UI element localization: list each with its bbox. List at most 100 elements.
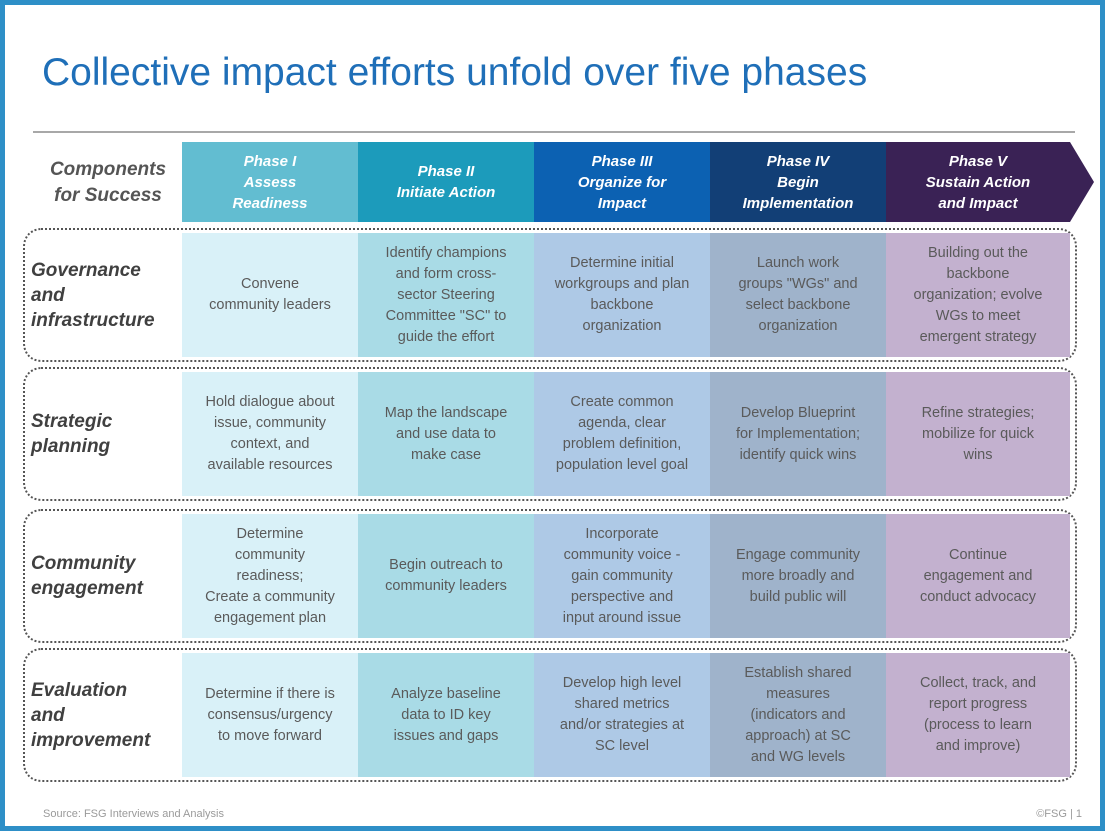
phase-header-line: Phase III — [591, 152, 653, 170]
cell-line: available resources — [207, 457, 333, 473]
cell-line: to move forward — [218, 727, 322, 744]
phase-header-line: Phase I — [243, 152, 297, 170]
row-label-governance: Governance and infrastructure — [31, 230, 181, 360]
phase-header-line: Sustain Action — [925, 173, 1031, 191]
phase-header-line: Assess — [243, 173, 297, 191]
cell-line: problem definition, — [562, 436, 682, 452]
cell-evaluation-phase-3: Develop high level shared metrics and/or… — [534, 653, 710, 777]
cell-line: (process to learn — [924, 717, 1032, 733]
row-label-line: Evaluation — [31, 679, 128, 701]
components-header: Components for Success — [33, 157, 183, 209]
title-divider — [33, 131, 1075, 133]
cell-line: community — [234, 546, 306, 563]
cell-line: and form cross- — [395, 265, 497, 282]
cell-line: mobilize for quick — [921, 425, 1034, 442]
cell-line: for Implementation; — [735, 425, 861, 442]
row-label-line: Governance — [31, 259, 141, 281]
cell-line: Collect, track, and — [919, 675, 1037, 691]
phase-arrow-head — [1070, 142, 1094, 222]
phase-2-header: Phase II Initiate Action — [358, 142, 534, 222]
cell-line: agenda, clear — [578, 415, 666, 431]
row-label-line: improvement — [31, 729, 151, 751]
cell-line: Determine initial — [570, 255, 674, 271]
cell-line: readiness; — [236, 567, 304, 584]
cell-strategic-phase-4: Develop Blueprint for Implementation; id… — [710, 372, 886, 496]
cell-line: Identify champions — [385, 244, 507, 261]
cell-line: Analyze baseline — [391, 685, 501, 702]
cell-line: identify quick wins — [739, 446, 857, 463]
cell-line: approach) at SC — [745, 727, 851, 744]
cell-line: context, and — [230, 436, 310, 452]
row-label-line: Community — [31, 553, 136, 574]
cell-line: Create a community — [205, 588, 335, 605]
cell-line: shared metrics — [574, 696, 670, 712]
cell-evaluation-phase-5: Collect, track, and report progress (pro… — [886, 653, 1070, 777]
cell-evaluation-phase-4: Establish shared measures (indicators an… — [710, 653, 886, 777]
row-label-evaluation: Evaluation and improvement — [31, 650, 181, 780]
phase-header-line: Readiness — [232, 194, 308, 212]
cell-line: Determine if there is — [205, 685, 335, 702]
cell-line: measures — [766, 685, 830, 702]
cell-governance-phase-3: Determine initial workgroups and plan ba… — [534, 233, 710, 357]
phase-header-line: Implementation — [742, 194, 854, 212]
cell-line: guide the effort — [397, 328, 495, 345]
phase-header-line: Organize for — [577, 173, 667, 191]
cell-line: workgroups and plan — [554, 276, 690, 292]
row-label-line: planning — [31, 436, 111, 457]
cell-evaluation-phase-1: Determine if there is consensus/urgency … — [182, 653, 358, 777]
cell-line: and/or strategies at — [559, 717, 685, 733]
cell-line: Refine strategies; — [921, 404, 1035, 421]
cell-line: community leaders — [385, 578, 507, 594]
cell-line: build public will — [749, 588, 847, 605]
cell-line: backbone — [590, 297, 654, 313]
cell-strategic-phase-2: Map the landscape and use data to make c… — [358, 372, 534, 496]
cell-line: wins — [963, 446, 993, 463]
phase-header-line: Phase II — [417, 163, 475, 180]
cell-line: report progress — [928, 696, 1028, 712]
cell-community-phase-3: Incorporate community voice - gain commu… — [534, 514, 710, 638]
source-note: Source: FSG Interviews and Analysis — [43, 808, 224, 820]
row-label-line: engagement — [31, 578, 143, 599]
cell-evaluation-phase-2: Analyze baseline data to ID key issues a… — [358, 653, 534, 777]
cell-line: Continue — [948, 546, 1008, 563]
slide-title: Collective impact efforts unfold over fi… — [42, 51, 868, 94]
cell-line: and improve) — [935, 738, 1021, 754]
cell-line: population level goal — [555, 457, 689, 473]
phase-1-header: Phase I Assess Readiness — [182, 142, 358, 222]
phase-header-line: Phase IV — [766, 152, 830, 170]
cell-line: organization — [582, 318, 662, 334]
cell-line: sector Steering — [397, 286, 495, 303]
cell-line: perspective and — [570, 588, 674, 605]
cell-line: engagement plan — [213, 609, 327, 626]
cell-line: Develop high level — [562, 675, 682, 691]
cell-line: engagement and — [923, 567, 1033, 584]
cell-line: groups "WGs" and — [738, 276, 858, 292]
cell-line: issue, community — [213, 415, 326, 431]
components-header-line: for Success — [54, 185, 162, 206]
cell-line: Create common — [570, 394, 674, 410]
cell-line: Determine — [236, 525, 304, 542]
copyright-page-number: ©FSG | 1 — [1036, 808, 1082, 820]
cell-line: gain community — [571, 567, 673, 584]
row-label-community: Community engagement — [31, 511, 181, 641]
cell-line: Incorporate — [585, 525, 659, 542]
cell-line: select backbone — [745, 297, 851, 313]
row-label-line: and — [31, 704, 65, 726]
phase-header-line: Impact — [597, 194, 647, 212]
cell-line: SC level — [595, 738, 649, 754]
cell-line: Map the landscape — [384, 404, 508, 421]
cell-line: community voice - — [563, 546, 681, 563]
cell-line: Engage community — [735, 546, 861, 563]
cell-line: consensus/urgency — [207, 706, 333, 723]
phase-header-line: and Impact — [938, 194, 1018, 212]
cell-community-phase-1: Determine community readiness; Create a … — [182, 514, 358, 638]
cell-line: Launch work — [756, 255, 840, 271]
row-label-line: infrastructure — [31, 309, 155, 331]
row-label-line: and — [31, 284, 65, 306]
cell-line: make case — [410, 446, 482, 463]
cell-line: community leaders — [209, 297, 331, 313]
cell-line: data to ID key — [401, 706, 491, 723]
cell-line: Building out the — [928, 244, 1028, 261]
cell-community-phase-2: Begin outreach to community leaders — [358, 514, 534, 638]
